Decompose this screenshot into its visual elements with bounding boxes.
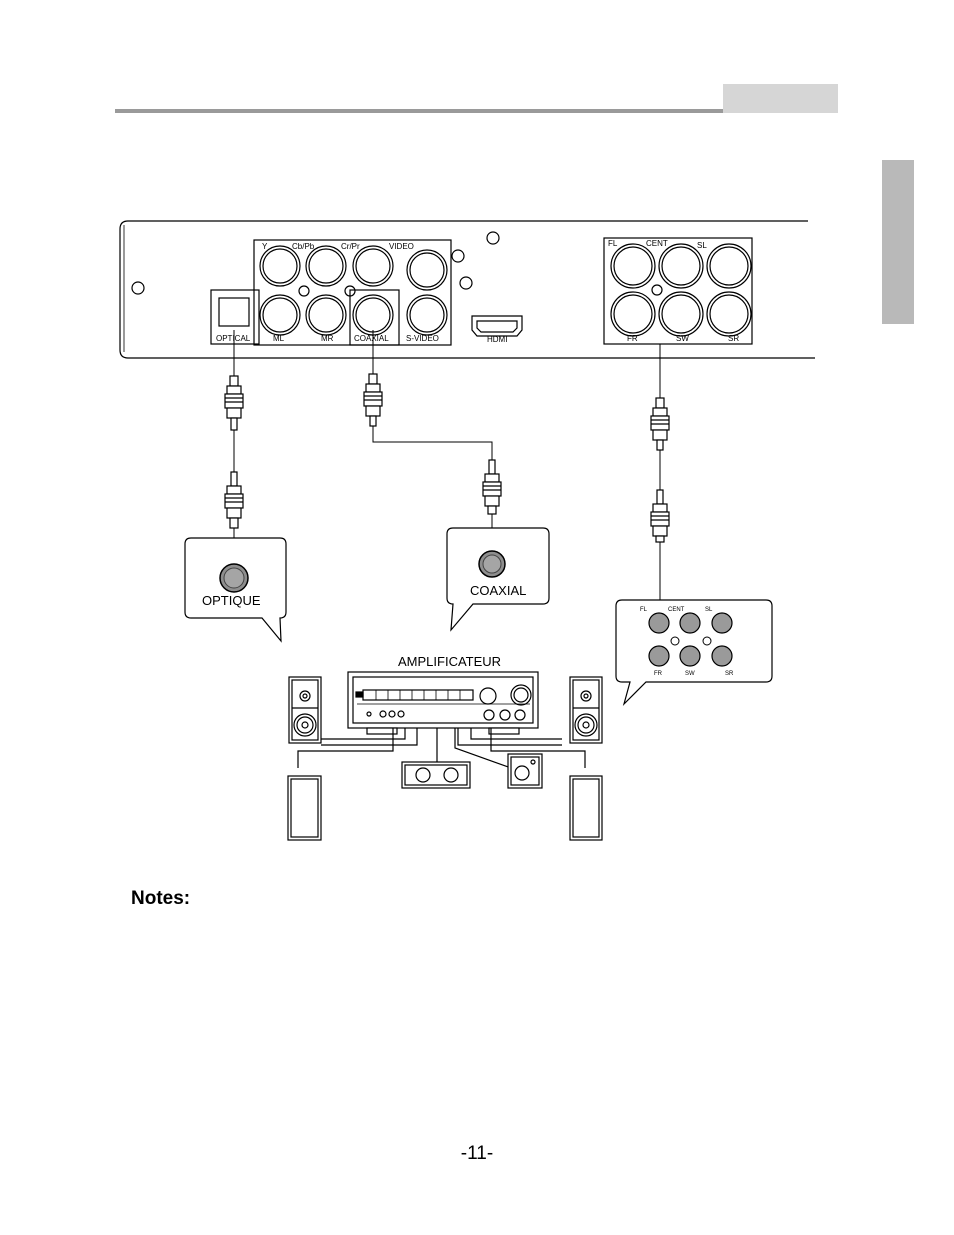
front-left-speaker <box>288 676 322 744</box>
cables <box>233 330 661 608</box>
label-fl: FL <box>608 239 618 248</box>
label-mr: MR <box>321 334 334 343</box>
label-sl: SL <box>697 241 707 250</box>
callout-surround: FL CENT SL FR SW SR <box>615 599 773 707</box>
label-sw: SW <box>676 334 689 343</box>
surround-right-speaker <box>569 775 603 841</box>
callout-label-sl: SL <box>705 607 713 613</box>
player-rear-panel <box>119 220 815 359</box>
surround-left-speaker <box>287 775 322 841</box>
callout-optique: OPTIQUE <box>184 537 287 643</box>
amplifier <box>347 671 539 735</box>
label-fr: FR <box>627 334 638 343</box>
plug-surround-bottom <box>650 489 670 543</box>
header-tab <box>723 84 838 113</box>
plug-optical-bottom <box>224 471 244 529</box>
side-language-tab <box>882 160 914 324</box>
subwoofer <box>507 753 543 789</box>
plug-surround-top <box>650 397 670 451</box>
callout-label-sr: SR <box>725 671 734 677</box>
label-video: VIDEO <box>389 242 414 251</box>
label-cbpb: Cb/Pb <box>292 242 315 251</box>
header-rule <box>115 109 725 113</box>
label-optical: OPTICAL <box>216 334 251 343</box>
plug-coaxial-bottom <box>482 459 502 515</box>
label-ml: ML <box>273 334 285 343</box>
label-sr: SR <box>728 334 739 343</box>
label-hdmi: HDMI <box>487 335 507 344</box>
front-right-speaker <box>569 676 603 744</box>
plug-optical-top <box>224 375 244 431</box>
rca-plugs <box>224 373 670 543</box>
amplifier-title: AMPLIFICATEUR <box>398 654 501 669</box>
callout-label-cent: CENT <box>668 607 685 613</box>
speaker-wires <box>297 728 586 769</box>
callout-label-fl: FL <box>640 607 648 613</box>
label-coaxial: COAXIAL <box>354 334 389 343</box>
callout-coaxial-label: COAXIAL <box>470 583 526 598</box>
plug-coaxial-top <box>363 373 383 427</box>
label-svideo: S-VIDEO <box>406 334 439 343</box>
page-number: -11- <box>460 1143 494 1164</box>
label-y: Y <box>262 242 268 251</box>
speakers <box>287 676 603 841</box>
center-speaker <box>401 761 471 789</box>
label-cent: CENT <box>646 239 668 248</box>
callout-optique-label: OPTIQUE <box>202 593 261 608</box>
callout-label-fr: FR <box>654 671 663 677</box>
callout-label-sw: SW <box>685 671 695 677</box>
notes-title: Notes: <box>131 888 191 909</box>
callout-coaxial: COAXIAL <box>446 527 550 632</box>
label-crpr: Cr/Pr <box>341 242 360 251</box>
